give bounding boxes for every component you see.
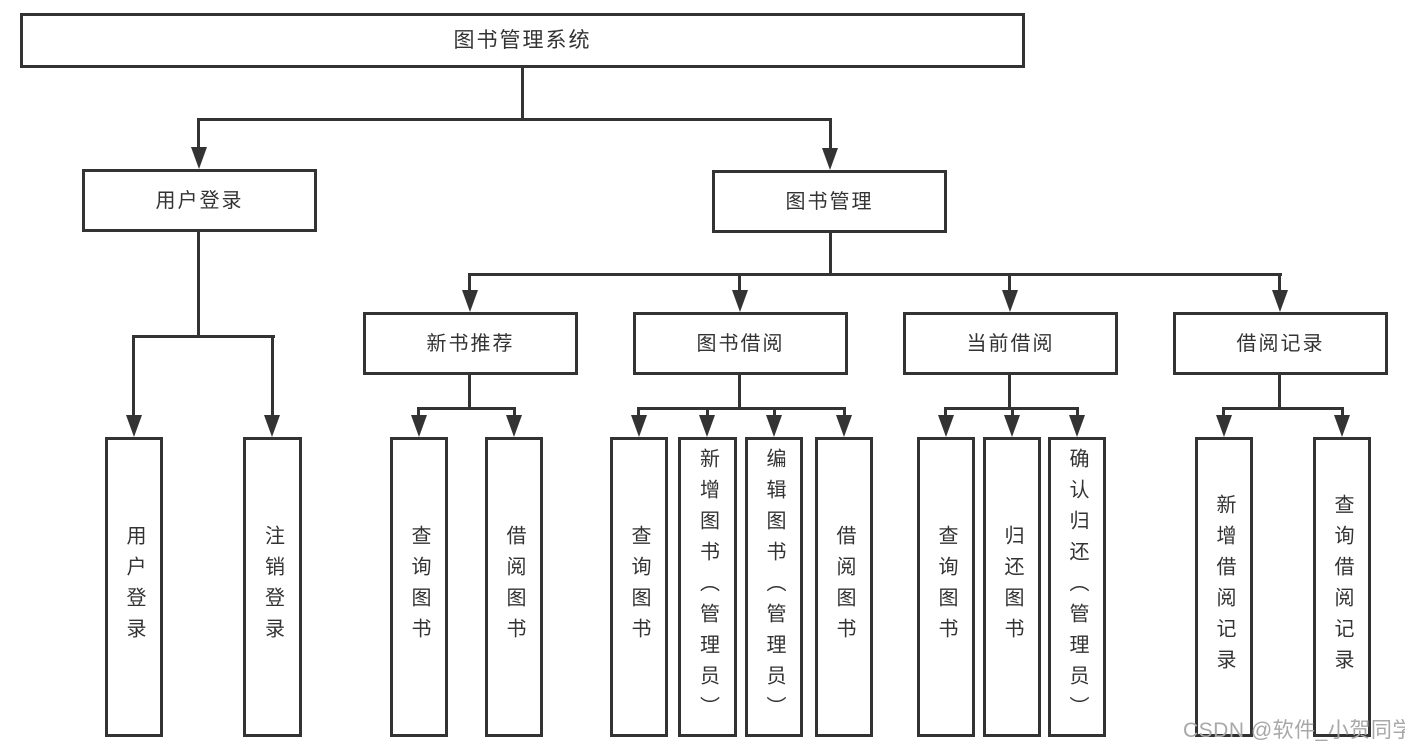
leaf-edit-books-admin: 编辑图书（管理员）: [745, 437, 803, 737]
connector-line: [1278, 375, 1281, 407]
connector-line: [271, 335, 274, 415]
connector-line: [843, 407, 846, 415]
arrow-down-icon: [1334, 415, 1350, 437]
node-borrowing-records: 借阅记录: [1173, 312, 1388, 375]
connector-line: [944, 407, 947, 415]
leaf-borrow-books: 借阅图书: [815, 437, 873, 737]
connector-line: [738, 375, 741, 407]
arrow-down-icon: [462, 290, 478, 312]
leaf-return-books: 归还图书: [983, 437, 1041, 737]
connector-line: [513, 407, 516, 415]
connector-line: [1222, 407, 1225, 415]
leaf-confirm-return-admin: 确认归还（管理员）: [1048, 437, 1106, 737]
leaf-label: 新增借阅记录: [1213, 494, 1235, 680]
node-library-management-system: 图书管理系统: [20, 13, 1025, 68]
connector-line: [198, 118, 832, 121]
connector-line: [521, 68, 524, 118]
leaf-query-books-current: 查询图书: [917, 437, 975, 737]
arrow-down-icon: [264, 415, 280, 437]
connector-line: [829, 233, 832, 273]
leaf-add-borrow-record: 新增借阅记录: [1195, 437, 1253, 737]
connector-line: [468, 273, 471, 290]
node-book-management: 图书管理: [712, 170, 947, 233]
connector-line: [468, 375, 471, 407]
leaf-add-books-admin: 新增图书（管理员）: [678, 437, 737, 737]
leaf-label: 注销登录: [261, 525, 284, 649]
arrow-down-icon: [938, 415, 954, 437]
leaf-label: 编辑图书（管理员）: [763, 447, 785, 727]
connector-line: [1008, 375, 1011, 407]
connector-line: [1341, 407, 1344, 415]
connector-line: [738, 273, 741, 290]
arrow-down-icon: [836, 415, 852, 437]
connector-line: [1076, 407, 1079, 415]
leaf-label: 查询图书: [935, 525, 957, 649]
leaf-label: 用户登录: [123, 525, 145, 649]
leaf-user-login: 用户登录: [105, 437, 163, 737]
leaf-borrow-books-recommend: 借阅图书: [485, 437, 543, 737]
arrow-down-icon: [1069, 415, 1085, 437]
leaf-logout: 注销登录: [243, 437, 302, 737]
arrow-down-icon: [126, 415, 142, 437]
connector-line: [133, 335, 275, 338]
connector-line: [197, 118, 200, 147]
connector-line: [1011, 407, 1014, 415]
node-user-login: 用户登录: [82, 169, 317, 232]
leaf-query-borrow-record: 查询借阅记录: [1313, 437, 1371, 737]
connector-line: [132, 335, 135, 415]
leaf-query-books-borrow: 查询图书: [610, 437, 668, 737]
leaf-label: 借阅图书: [503, 525, 525, 649]
node-current-borrowing: 当前借阅: [903, 312, 1118, 375]
arrow-down-icon: [191, 147, 207, 169]
arrow-down-icon: [1002, 290, 1018, 312]
leaf-label: 查询图书: [628, 525, 650, 649]
connector-line: [1008, 273, 1011, 290]
node-book-borrowing: 图书借阅: [633, 312, 848, 375]
connector-line: [637, 407, 846, 410]
connector-line: [468, 273, 1282, 276]
connector-line: [417, 407, 420, 415]
leaf-query-books-recommend: 查询图书: [390, 437, 448, 737]
connector-line: [773, 407, 776, 415]
leaf-label: 查询图书: [408, 525, 430, 649]
connector-line: [197, 232, 200, 335]
leaf-label: 查询借阅记录: [1331, 494, 1353, 680]
connector-line: [417, 407, 516, 410]
connector-line: [829, 118, 832, 148]
leaf-label: 借阅图书: [833, 525, 855, 649]
arrow-down-icon: [766, 415, 782, 437]
leaf-label: 新增图书（管理员）: [696, 447, 719, 727]
arrow-down-icon: [1272, 290, 1288, 312]
connector-line: [1278, 273, 1281, 290]
leaf-label: 归还图书: [1001, 525, 1023, 649]
arrow-down-icon: [822, 148, 838, 170]
arrow-down-icon: [506, 415, 522, 437]
connector-line: [637, 407, 640, 415]
arrow-down-icon: [699, 415, 715, 437]
node-new-book-recommendation: 新书推荐: [363, 312, 578, 375]
connector-line: [1222, 407, 1344, 410]
csdn-watermark: CSDN @软件_小贺同学: [1183, 719, 1405, 742]
connector-line: [706, 407, 709, 415]
arrow-down-icon: [411, 415, 427, 437]
leaf-label: 确认归还（管理员）: [1066, 447, 1088, 727]
arrow-down-icon: [631, 415, 647, 437]
arrow-down-icon: [1216, 415, 1232, 437]
arrow-down-icon: [732, 290, 748, 312]
arrow-down-icon: [1004, 415, 1020, 437]
